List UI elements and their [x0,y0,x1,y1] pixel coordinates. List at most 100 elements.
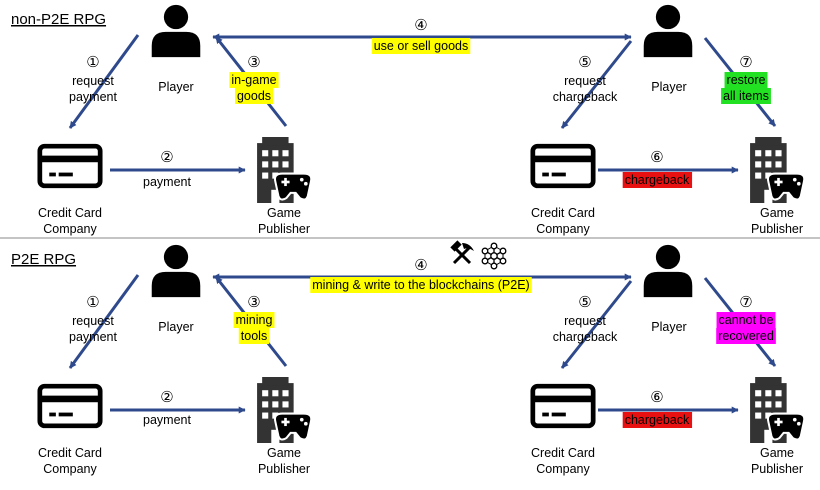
top-step5-number: ⑤ [578,54,591,71]
bottom-publisher-right-icon [750,377,806,443]
bottom-credit-card-right-label: Credit Card [531,446,595,460]
top-publisher-right-label: Game [760,206,794,220]
bottom-step7-label: cannot be [719,313,774,327]
top-step2-label-group: payment [143,175,191,189]
bottom-step5-label: chargeback [553,330,618,344]
top-player-left-icon [151,4,201,58]
bottom-step3-label: tools [241,329,267,343]
top-step7-label-group: restore all items [721,72,771,104]
top-step4-number: ④ [414,17,427,34]
bottom-player-right-icon [643,244,693,298]
top-credit-card-right-label: Company [536,222,590,236]
bottom-step2-label-group: payment [143,413,191,427]
bottom-player-left-label: Player [158,320,193,334]
bottom-step3-label-highlight [233,312,275,328]
top-step3-label: goods [237,89,271,103]
hammer-pick-icon [450,240,474,265]
top-publisher-left-icon [257,137,313,203]
bottom-step3-label-highlight [238,328,270,344]
top-publisher-right-icon [750,137,806,203]
top-step5-label-group: request chargeback [553,74,618,104]
bottom-step7-label-group: cannot be recovered [716,312,776,344]
bottom-publisher-right-label: Game [760,446,794,460]
bottom-step4-number: ④ [414,257,427,274]
top-step1-label: request [72,74,114,88]
top-step5-label: request [564,74,606,88]
bottom-step7-label: recovered [718,329,774,343]
top-credit-card-left-label: Credit Card [38,206,102,220]
top-publisher-left-label: Publisher [258,222,310,236]
bottom-step2-label: payment [143,413,191,427]
bottom-step2-number: ② [160,389,173,406]
bottom-step6-label-highlight [622,412,693,428]
top-step4-label-highlight [371,38,471,54]
top-arrow-5 [560,40,633,129]
top-step5-label: chargeback [553,90,618,104]
bottom-credit-card-left-label: Company [43,462,97,476]
top-credit-card-left-label: Company [43,222,97,236]
bottom-step4-label: mining & write to the blockchains (P2E) [312,278,529,292]
bottom-publisher-left-label: Game [267,446,301,460]
bottom-step3-label-group: mining tools [233,312,275,344]
top-step4-label-group: use or sell goods [371,38,471,54]
top-step4-label: use or sell goods [374,39,469,53]
bottom-step1-label: payment [69,330,117,344]
top-step3-label: in-game [231,73,276,87]
top-step2-number: ② [160,149,173,166]
bottom-publisher-left-label: Publisher [258,462,310,476]
top-title: non-P2E RPG [11,11,106,28]
top-step7-label: restore [727,73,766,87]
top-player-right-label: Player [651,80,686,94]
bottom-player-right-label: Player [651,320,686,334]
bottom-step5-label: request [564,314,606,328]
bottom-credit-card-right-label: Company [536,462,590,476]
bottom-step7-label-highlight [716,328,776,344]
top-step6-number: ⑥ [650,149,663,166]
top-player-left-label: Player [158,80,193,94]
top-credit-card-right-icon [533,146,593,186]
bottom-step7-number: ⑦ [739,294,752,311]
bottom-publisher-left-icon [257,377,313,443]
bottom-arrow-5 [560,280,633,369]
top-step6-label-group: chargeback [622,172,693,188]
top-step3-label-group: in-game goods [229,72,279,104]
bottom-title: P2E RPG [11,251,76,268]
bottom-step6-label-group: chargeback [622,412,693,428]
top-step3-label-highlight [234,88,274,104]
bottom-step4-label-highlight [310,277,532,293]
bottom-step1-number: ① [86,294,99,311]
top-arrow-1 [68,34,140,129]
top-step3-label-highlight [229,72,279,88]
top-publisher-right-label: Publisher [751,222,803,236]
bottom-step1-label: request [72,314,114,328]
top-step1-number: ① [86,54,99,71]
top-player-right-icon [643,4,693,58]
top-credit-card-right-label: Credit Card [531,206,595,220]
top-step6-label: chargeback [625,173,690,187]
bottom-step6-label: chargeback [625,413,690,427]
bottom-credit-card-right-icon [533,386,593,426]
bottom-credit-card-left-label: Credit Card [38,446,102,460]
top-step7-label: all items [723,89,769,103]
top-step6-label-highlight [622,172,693,188]
top-step7-number: ⑦ [739,54,752,71]
bottom-step3-label: mining [236,313,273,327]
top-publisher-left-label: Game [267,206,301,220]
top-step2-label: payment [143,175,191,189]
top-credit-card-left-icon [40,146,100,186]
bottom-credit-card-left-icon [40,386,100,426]
bottom-step5-number: ⑤ [578,294,591,311]
bottom-arrow-1 [68,274,140,369]
bottom-step3-number: ③ [247,294,260,311]
top-step7-label-highlight [721,88,771,104]
top-step3-number: ③ [247,54,260,71]
